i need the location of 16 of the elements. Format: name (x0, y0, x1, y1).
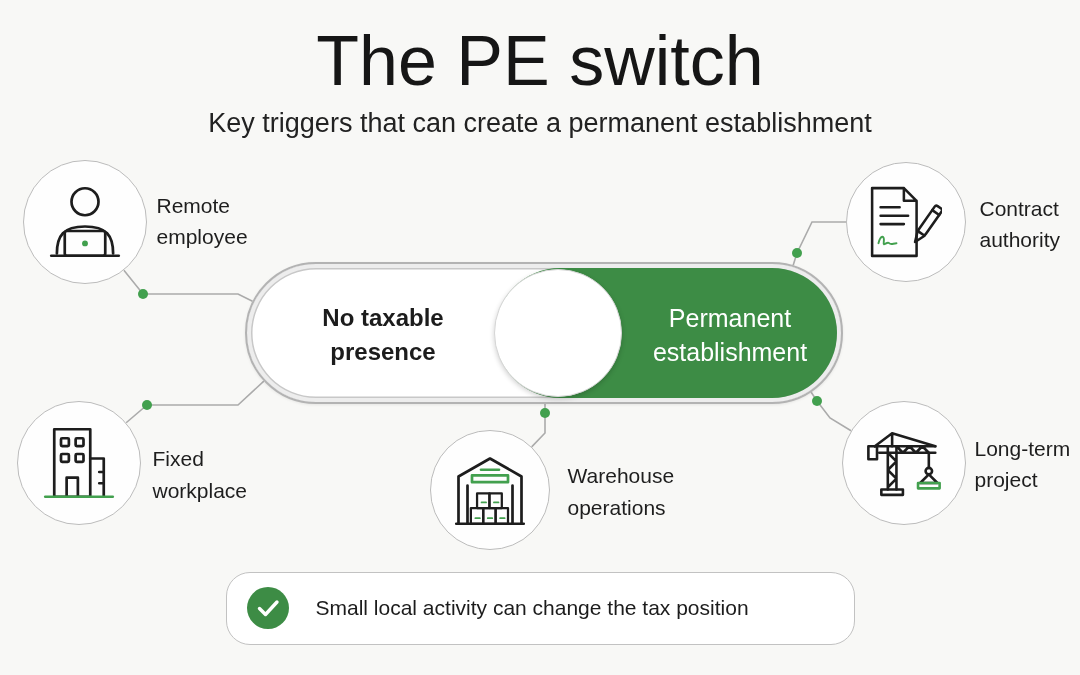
note-banner (226, 572, 855, 645)
state-label: Permanent establishment (651, 303, 809, 368)
connector-line (810, 391, 852, 432)
connector-line (125, 380, 265, 424)
connector-line (792, 221, 847, 267)
diagram-title: The PE switch (316, 21, 764, 101)
note-text: Small local activity can change the tax position (315, 594, 750, 621)
trigger-label: Remote employee (156, 192, 249, 250)
state-label: No taxable presence (321, 303, 445, 367)
connector-line (530, 403, 546, 448)
connector-line (123, 269, 254, 303)
trigger-label: Fixed workplace (152, 445, 249, 504)
trigger-label: Contract authority (979, 195, 1062, 253)
subtitle: Key triggers that can create a permanent establishment (208, 107, 872, 139)
trigger-label: Long-term project (974, 435, 1072, 493)
trigger-label: Warehouse operations (567, 462, 676, 521)
